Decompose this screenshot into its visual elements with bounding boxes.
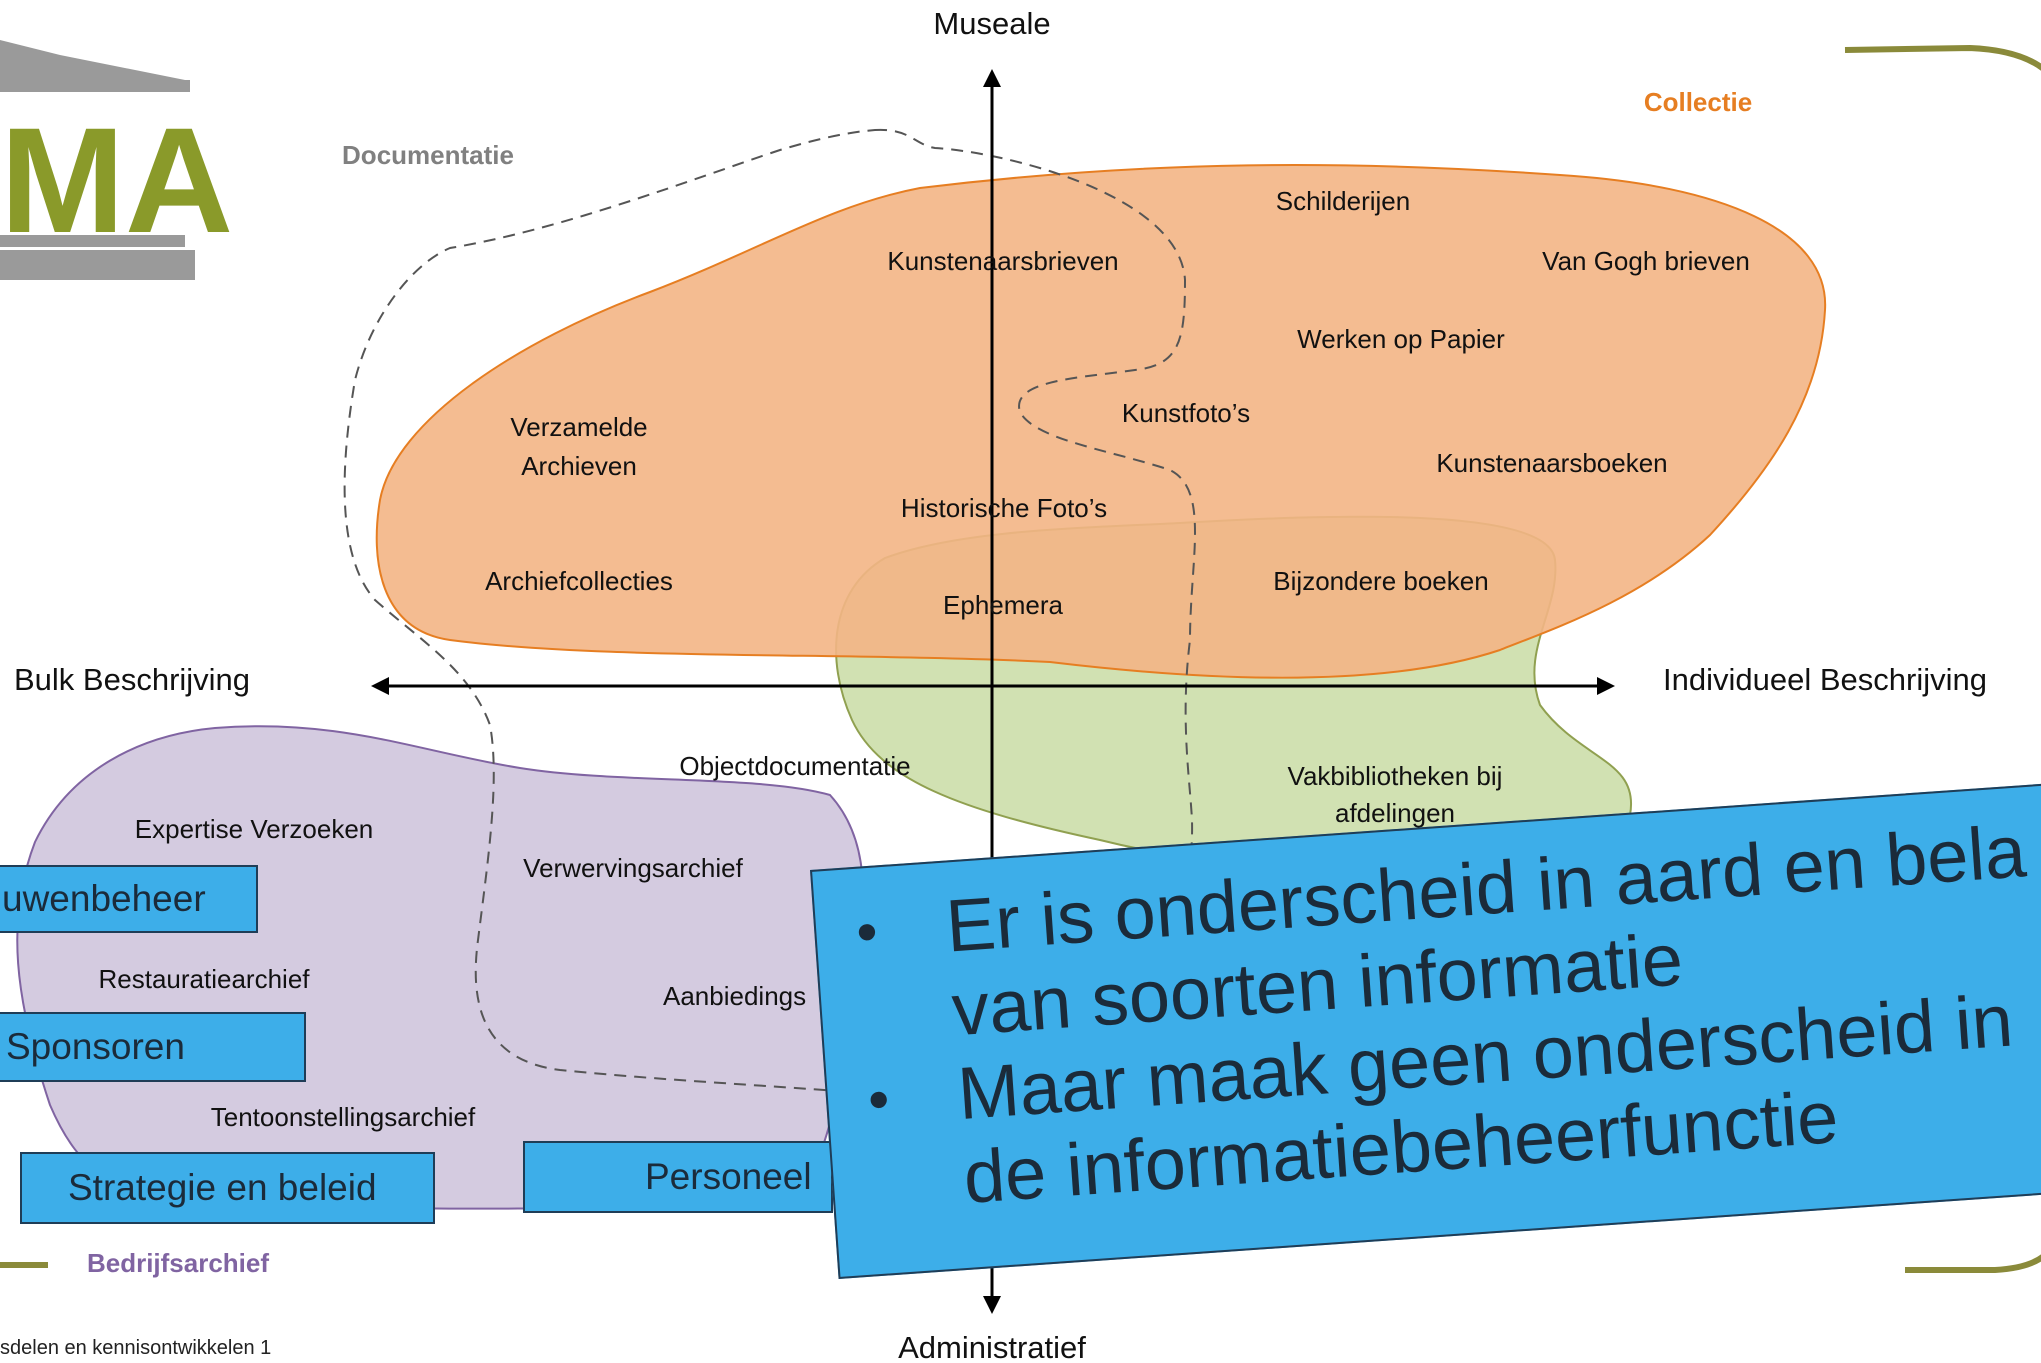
axis-label-left: Bulk Beschrijving xyxy=(14,662,250,697)
item-archiefcollecties: Archiefcollecties xyxy=(485,566,673,596)
item-kunstfotos: Kunstfoto’s xyxy=(1122,398,1250,428)
axis-label-bottom: Administratief xyxy=(898,1330,1086,1363)
item-aanbiedings: Aanbiedings xyxy=(663,981,806,1011)
item-ephemera: Ephemera xyxy=(943,590,1063,620)
gebouwenbeheer-box: uwenbeheer xyxy=(0,865,258,933)
frame-corner-top-right xyxy=(1844,44,2041,71)
collectie-title: Collectie xyxy=(1644,87,1752,117)
item-expertise-verzoeken: Expertise Verzoeken xyxy=(135,814,373,844)
item-kunstenaarsboeken: Kunstenaarsboeken xyxy=(1436,448,1667,478)
personeel-box: Personeel xyxy=(523,1141,833,1213)
documentatie-title: Documentatie xyxy=(342,140,514,170)
frame-corner-bottom-right xyxy=(1905,1254,2041,1273)
item-van-gogh-brieven: Van Gogh brieven xyxy=(1542,246,1750,276)
item-verzamelde-archieven: Archieven xyxy=(521,451,637,481)
item-restauratiearchief: Restauratiearchief xyxy=(99,964,311,994)
item-schilderijen: Schilderijen xyxy=(1276,186,1410,216)
footer-text: sdelen en kennisontwikkelen 1 xyxy=(0,1337,271,1359)
item-vakbibliotheken: Vakbibliotheken bij xyxy=(1288,761,1503,791)
svg-text:MA: MA xyxy=(0,96,233,264)
personeel-label: Personeel xyxy=(645,1156,812,1197)
axis-label-right: Individueel Beschrijving xyxy=(1663,662,1987,697)
museum-logo-icon: MA xyxy=(0,40,233,280)
item-historische-fotos: Historische Foto’s xyxy=(901,493,1107,523)
sponsoren-box: Sponsoren xyxy=(0,1012,306,1082)
sponsoren-label: Sponsoren xyxy=(6,1026,185,1067)
bullet-icon: • xyxy=(865,1065,892,1134)
item-vakbibliotheken: afdelingen xyxy=(1335,798,1455,828)
strategie-label: Strategie en beleid xyxy=(68,1167,377,1208)
item-kunstenaarsbrieven: Kunstenaarsbrieven xyxy=(887,246,1118,276)
bullet-icon: • xyxy=(854,897,880,966)
strategie-box: Strategie en beleid xyxy=(20,1152,435,1224)
item-objectdocumentatie: Objectdocumentatie xyxy=(679,751,910,781)
item-bijzondere-boeken: Bijzondere boeken xyxy=(1273,566,1488,596)
item-verwervingsarchief: Verwervingsarchief xyxy=(523,853,743,883)
item-tentoonstellingsarchief: Tentoonstellingsarchief xyxy=(211,1102,476,1132)
bedrijfsarchief-title: Bedrijfsarchief xyxy=(87,1248,269,1278)
gebouwenbeheer-label: uwenbeheer xyxy=(2,878,206,919)
item-werken-op-papier: Werken op Papier xyxy=(1297,324,1505,354)
axis-label-top: Museale xyxy=(933,6,1050,41)
item-verzamelde-archieven: Verzamelde xyxy=(510,412,647,442)
